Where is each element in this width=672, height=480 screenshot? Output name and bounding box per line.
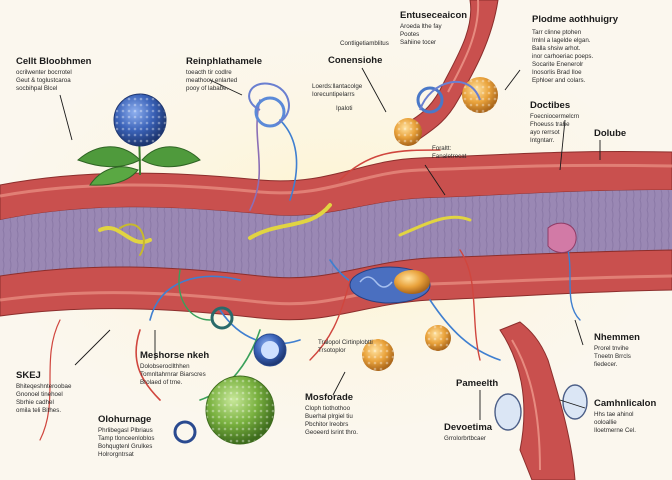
label-top-center-right: Entuseceaicon Aroeda lthe fay Pootes Sah… — [400, 10, 467, 46]
label-line: Imlnl a lagelde elgan. — [532, 37, 591, 44]
label-title: Meshorse nkeh — [140, 350, 209, 361]
blue-cell-top — [113, 93, 167, 147]
label-title: Mosforade — [305, 392, 353, 403]
label-center-bottom: Meshorse nkeh Dolobserocllthhen Tomnltah… — [140, 350, 209, 386]
label-title: Cellt Bloobhmen — [16, 56, 92, 67]
label-title: Entuseceaicon — [400, 10, 467, 21]
label-bottom-left: SKEJ Bhiteqeshnteroobae Gnonoel tinehoel… — [16, 370, 72, 414]
label-line: Tomnltahrnrar Biarscres — [140, 371, 206, 378]
label-line: Tarr clinne ptohen — [532, 29, 582, 36]
label-line: Bohqugtenl Grulkes — [98, 443, 152, 450]
label-right-mid: Doctibes Foecniocermelcrn Fhoeuss trahe … — [530, 100, 580, 144]
leaf-icon — [77, 109, 201, 186]
label-line: Gnonoel tinehoel — [16, 391, 63, 398]
label-center-small: Tralopol Cirtinplobtti Trsotoplor — [318, 339, 373, 354]
label-line: Foecniocermelcrn — [530, 113, 580, 120]
label-title: Nhemmen — [594, 332, 640, 343]
label-line: Tneetn Brrcls — [594, 353, 631, 360]
label-title: Dolube — [594, 128, 626, 139]
label-line: Aroeda lthe fay — [400, 23, 443, 30]
label-line: Tralopol Cirtinplobtti — [318, 339, 373, 346]
label-line: inor carhoeriac poeps. — [532, 53, 594, 60]
label-small: Contligetiamblitus — [340, 40, 389, 47]
label-line: Cloph tiothothoo — [305, 405, 351, 412]
label-line: socbihpal Blcel — [16, 85, 57, 92]
label-line: Hhs tae ahinol — [594, 411, 634, 418]
label-line: Iloetmerne Cel. — [594, 427, 636, 434]
lower-tube — [499, 321, 576, 480]
label-title: Olohurnage — [98, 414, 151, 425]
blue-blob — [349, 266, 431, 304]
label-line: Balla shsiw arhot. — [532, 45, 581, 52]
label-vessel-small: Loerds:llantacolge Iorecuntipelarrs Ipal… — [312, 83, 363, 112]
cross-section-icon — [494, 384, 588, 431]
green-cell — [205, 375, 275, 445]
label-line: Dolobserocllthhen — [140, 363, 190, 370]
label-line: toeacth tir codlre — [186, 69, 232, 76]
label-bottom-mid: Mosforade Cloph tiothothoo Buerhal plrgi… — [305, 392, 358, 436]
label-line: Grrolorbrtbcaer — [444, 435, 486, 442]
label-line: ayo rerrsot — [530, 129, 560, 136]
label-top-middle: Reinphlathamele toeacth tir codlre meath… — [186, 56, 262, 92]
label-top-left: Cellt Bloobhmen ocrilwenter bocrrotel Ge… — [16, 56, 92, 92]
label-line: Sahiine tocer — [400, 39, 436, 46]
label-title: SKEJ — [16, 370, 41, 381]
label-right-bottom2: Camhnlicalon Hhs tae ahinol ooloallie Il… — [594, 398, 656, 434]
arrows — [59, 67, 601, 420]
receptor-icon — [173, 86, 444, 444]
label-top-center: Conensiohe Contligetiamblitus — [328, 40, 389, 66]
orange-clusters — [362, 77, 498, 371]
label-title: Plodme aothhuigry — [532, 14, 619, 25]
label-right-bottom1: Nhemmen Prorel tnvihe Tneetn Brrcls fied… — [594, 332, 640, 368]
label-line: Socarite Enenerolr — [532, 61, 583, 68]
label-bottom-left2: Olohurnage Phrlibegasl Plbriaus Tamp tlo… — [98, 414, 154, 458]
label-line: Holrorgntrsat — [98, 451, 134, 458]
label-line: Brolaed of trne. — [140, 379, 183, 386]
vessel-lower-wall — [0, 249, 672, 321]
label-line: Fanaletrecat — [432, 153, 467, 160]
label-top-right: Plodme aothhuigry Tarr clinne ptohen Iml… — [532, 14, 619, 84]
label-line: Bhiteqeshnteroobae — [16, 383, 72, 390]
label-bottom-tag: Pameelth — [456, 378, 498, 389]
label-line: Phrlibegasl Plbriaus — [98, 427, 153, 434]
label-bottom-center-right: Devoetima Grrolorbrtbcaer — [444, 422, 493, 442]
label-line: Buerhal plrgiel tiu — [305, 413, 353, 420]
label-line: Loerds:llantacolge — [312, 83, 363, 90]
label-line: Intgntarr. — [530, 137, 555, 144]
label-line: Inosorlis Brad Iloe — [532, 69, 582, 76]
label-title: Doctibes — [530, 100, 570, 111]
label-line: ooloallie — [594, 419, 617, 426]
label-line: Pootes — [400, 31, 419, 38]
label-line: fiedecer. — [594, 361, 618, 368]
vessel — [0, 151, 672, 321]
label-title: Devoetima — [444, 422, 493, 433]
label-line: Ephloer and colars. — [532, 77, 586, 84]
label-tag: Ipaloti — [336, 105, 353, 112]
label-line: Fhoeuss trahe — [530, 121, 570, 128]
label-title: Conensiohe — [328, 55, 382, 66]
label-right-far: Dolube — [594, 128, 626, 139]
label-title: Reinphlathamele — [186, 56, 262, 67]
label-line: Pbchitor lreobrs — [305, 421, 348, 428]
label-line: Prorel tnvihe — [594, 345, 629, 352]
label-line: Iorecuntipelarrs — [312, 91, 355, 98]
label-line: Trsotoplor — [318, 347, 346, 354]
label-line: Geut & toglustcaroa — [16, 77, 71, 84]
label-title: Camhnlicalon — [594, 398, 656, 409]
label-line: ocrilwenter bocrrotel — [16, 69, 72, 76]
label-title: Pameelth — [456, 378, 498, 389]
label-line: pooy of lababe. — [186, 85, 229, 92]
coiled-vessels — [248, 81, 481, 125]
label-line: Tamp tlonceenloblos — [98, 435, 154, 442]
pink-cluster — [547, 222, 577, 253]
label-line: Foraltt: — [432, 145, 452, 152]
label-small-note: Foraltt: Fanaletrecat — [432, 145, 467, 160]
label-line: meathooy enlarted — [186, 77, 238, 84]
label-line: omila teli Bithes. — [16, 407, 61, 414]
label-line: Geoeerd lsrint thro. — [305, 429, 358, 436]
label-line: Sbrhie cadhel — [16, 399, 54, 406]
